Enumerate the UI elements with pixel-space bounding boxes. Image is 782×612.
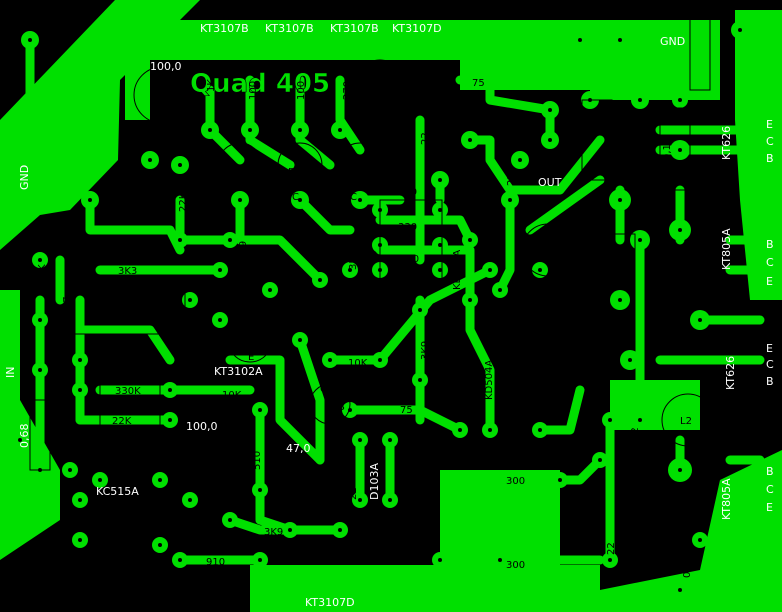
label-r22b: 22	[506, 173, 517, 186]
label-kt3102: KT3102A	[214, 365, 263, 378]
board-title: Quad 405	[190, 69, 330, 99]
label-r22k-top: 22K	[178, 192, 189, 212]
label-r3k9d: 3K9	[264, 527, 283, 538]
label-r10ka: 10K	[348, 358, 368, 369]
label-kt626-mid: KT626	[724, 356, 737, 390]
label-out: OUT	[538, 176, 562, 189]
edge-b-4: B	[766, 465, 774, 478]
pin-e-1: E	[248, 352, 254, 363]
pin-c-2: C	[350, 192, 357, 203]
pin-b-5: B	[228, 337, 235, 348]
label-cap-100-top: 100,0	[150, 60, 182, 73]
edge-e-2: E	[766, 275, 773, 288]
label-r1k: 1K	[206, 79, 217, 92]
label-r330k: 330K	[115, 386, 141, 397]
edge-c-3: C	[766, 358, 774, 371]
label-r10kb: 10K	[222, 390, 242, 401]
label-cap-100-mid: 100,0	[186, 420, 218, 433]
label-kc515-top: KC515A	[120, 141, 131, 180]
label-kt3107-3: KT3107B	[330, 22, 379, 35]
label-d103-top: D103A	[446, 121, 457, 155]
label-r100-side: 100	[198, 281, 209, 300]
label-r220k: 220K	[37, 264, 48, 290]
label-r3k9a: 3K9	[238, 241, 249, 260]
label-r510: 510	[252, 451, 263, 470]
label-r3k9b: 3K9	[316, 251, 327, 270]
label-r22k-bottom: 22K	[112, 416, 132, 427]
edge-e-3: E	[766, 342, 773, 355]
label-r910-bottom: 910	[206, 557, 225, 568]
label-r75b: 75	[400, 405, 413, 416]
label-in: IN	[4, 367, 17, 378]
label-gnd-left: GND	[18, 165, 31, 190]
label-kt3107-2: KT3107B	[265, 22, 314, 35]
label-r3k9c: 3K9	[420, 341, 431, 360]
edge-e-1: E	[766, 118, 773, 131]
label-gnd-top: GND	[660, 35, 685, 48]
label-r300b: 300	[506, 560, 525, 571]
pin-b-6: B	[338, 402, 345, 413]
label-c016b: 0,16	[620, 268, 631, 290]
label-r100a: 100	[248, 81, 259, 100]
edge-c-4: C	[766, 483, 774, 496]
label-c001b: 0,1	[682, 562, 693, 578]
label-r22e: 22	[606, 542, 617, 555]
label-c001: 0,1	[568, 134, 579, 150]
label-kc515-bottom: KC515A	[96, 485, 139, 498]
label-kt3107-1: KT3107B	[200, 22, 249, 35]
solder-pads	[12, 21, 749, 598]
label-ic: 544UD2	[110, 302, 150, 313]
label-r120b: 120	[258, 261, 269, 280]
label-r270: 270	[342, 81, 353, 100]
label-r22a: 22	[420, 132, 431, 145]
label-kt626-top: KT626	[720, 126, 733, 160]
label-l2: L2	[680, 416, 692, 427]
label-kt3107-bottom: KT3107D	[305, 596, 355, 609]
label-r3k3a: 3K3	[118, 266, 137, 277]
edge-c-2: C	[766, 256, 774, 269]
edge-e-4: E	[766, 501, 773, 514]
label-kd504-1: KD504A	[452, 250, 463, 290]
label-kt805-bottom: KT805A	[720, 478, 733, 520]
pin-c-3: C	[320, 384, 327, 395]
label-r120: 120	[400, 254, 419, 265]
label-c0047: 0,047	[62, 296, 73, 325]
pin-b-1: B	[228, 167, 235, 178]
label-r3k3b: 3K3	[348, 251, 359, 270]
edge-b-2: B	[766, 238, 774, 251]
label-r300a: 300	[506, 476, 525, 487]
edge-b-1: B	[766, 152, 774, 165]
label-d103-bottom: D103A	[368, 463, 381, 500]
label-c068: 0,68	[18, 424, 31, 449]
edge-b-3: B	[766, 375, 774, 388]
label-r22d: 22	[348, 487, 359, 500]
label-kt3107-4: KT3107D	[392, 22, 442, 35]
silkscreen-outlines	[29, 9, 715, 507]
label-r330b: 330	[398, 222, 417, 233]
label-kt805-top: KT805A	[720, 228, 733, 270]
edge-c-1: C	[766, 135, 774, 148]
label-l1: L1	[544, 246, 555, 258]
pin-c-1: C	[292, 192, 299, 203]
label-cap-47: 47,0	[286, 442, 311, 455]
label-r75a: 75	[472, 78, 485, 89]
label-r910: 910	[146, 191, 157, 210]
label-kd504-2: KD504A	[484, 360, 495, 400]
pin-b-2: B	[288, 167, 295, 178]
label-r330a: 330	[398, 187, 417, 198]
label-c016a: 0,16	[662, 138, 673, 160]
copper-traces	[15, 35, 765, 565]
label-r180: 180	[292, 311, 303, 330]
label-r22c: 22	[630, 427, 641, 440]
pin-b-4: B	[398, 82, 405, 93]
pin-b-3: B	[350, 167, 357, 178]
label-r100b: 100	[296, 81, 307, 100]
